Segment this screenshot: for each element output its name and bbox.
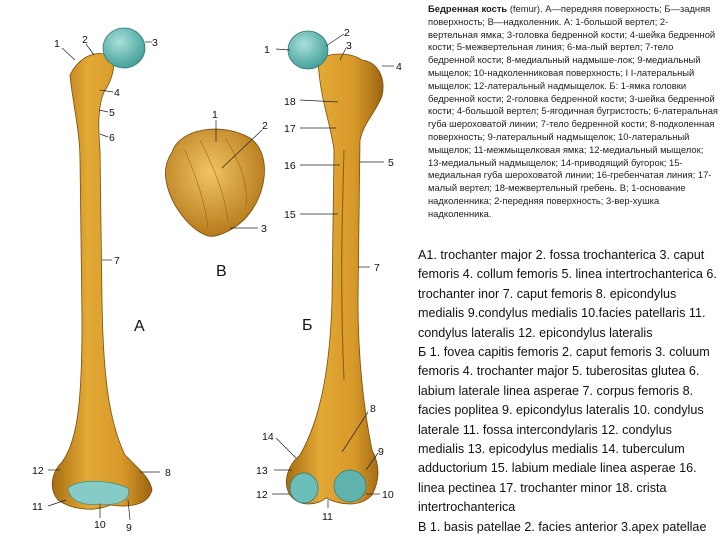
label-v-3: 3: [261, 223, 267, 235]
label-b-2: 2: [344, 27, 350, 39]
label-b-17: 17: [284, 123, 296, 135]
label-a-4: 4: [114, 87, 120, 99]
latin-letter-v: В: [418, 519, 427, 534]
caption-ru-latin: (femur).: [509, 3, 543, 14]
label-a-12: 12: [32, 465, 44, 477]
femur-posterior: [286, 30, 384, 505]
latin-letter-a: А: [418, 248, 427, 262]
label-v-2: 2: [262, 120, 268, 132]
latin-block-b: Б 1. fovea capitis femoris 2. caput femo…: [418, 343, 718, 518]
latin-text-a: 1. trochanter major 2. fossa trochanteri…: [418, 248, 717, 340]
label-b-10: 10: [382, 489, 394, 501]
caption-latin: А1. trochanter major 2. fossa trochanter…: [418, 246, 718, 537]
label-b-15: 15: [284, 209, 296, 221]
label-b-5: 5: [388, 157, 394, 169]
label-b-12: 12: [256, 489, 268, 501]
label-a-9: 9: [126, 522, 132, 534]
femur-illustration: 1 2 3 4 5 6 7 8 12 11 10 9 А 1 2 3: [32, 27, 402, 534]
latin-block-a: А1. trochanter major 2. fossa trochanter…: [418, 246, 718, 343]
latin-text-b: 1. fovea capitis femoris 2. caput femori…: [418, 345, 710, 515]
label-b-11: 11: [322, 511, 333, 523]
caption-russian: Бедренная кость (femur). А—передняя пове…: [428, 3, 718, 221]
label-a-10: 10: [94, 519, 106, 531]
lateral-condyle-b: [333, 469, 367, 503]
label-a-8: 8: [165, 467, 171, 479]
label-a-3: 3: [152, 37, 158, 49]
latin-block-v: В 1. basis patellae 2. facies anterior 3…: [418, 518, 718, 537]
labels-panel-v: 1 2 3: [212, 109, 268, 235]
label-b-14: 14: [262, 431, 274, 443]
label-b-9: 9: [378, 446, 384, 458]
label-a-11: 11: [32, 501, 43, 513]
patellar-surface-a: [67, 480, 130, 505]
femur-anterior: [51, 27, 153, 510]
labels-panel-b: 1 2 3 4 18 17 5 16 15 7 8 14 9 13 12 10 …: [256, 27, 402, 523]
panel-v-letter: В: [216, 263, 227, 280]
panel-a-letter: А: [134, 318, 145, 335]
label-v-1: 1: [212, 109, 218, 121]
label-b-8: 8: [370, 403, 376, 415]
label-a-5: 5: [109, 107, 115, 119]
medial-condyle-b: [289, 472, 319, 504]
caption-ru-title: Бедренная кость: [428, 3, 508, 14]
label-b-3: 3: [346, 40, 352, 52]
label-a-6: 6: [109, 132, 115, 144]
latin-letter-b: Б: [418, 345, 427, 360]
label-b-18: 18: [284, 96, 296, 108]
labels-panel-a: 1 2 3 4 5 6 7 8 12 11 10 9: [32, 34, 171, 534]
femoral-head-b: [287, 30, 329, 70]
label-a-1: 1: [54, 38, 60, 50]
label-b-13: 13: [256, 465, 268, 477]
femoral-head-a: [102, 27, 146, 69]
label-b-16: 16: [284, 160, 296, 172]
label-b-1: 1: [264, 44, 270, 56]
label-b-4: 4: [396, 61, 402, 73]
latin-text-v: 1. basis patellae 2. facies anterior 3.a…: [426, 519, 707, 534]
label-a-7: 7: [114, 255, 120, 267]
patella: [164, 128, 265, 237]
label-a-2: 2: [82, 34, 88, 46]
caption-ru-text: А—передняя поверхность; Б—задняя поверхн…: [428, 3, 719, 219]
panel-b-letter: Б: [302, 317, 313, 334]
label-b-7: 7: [374, 262, 380, 274]
